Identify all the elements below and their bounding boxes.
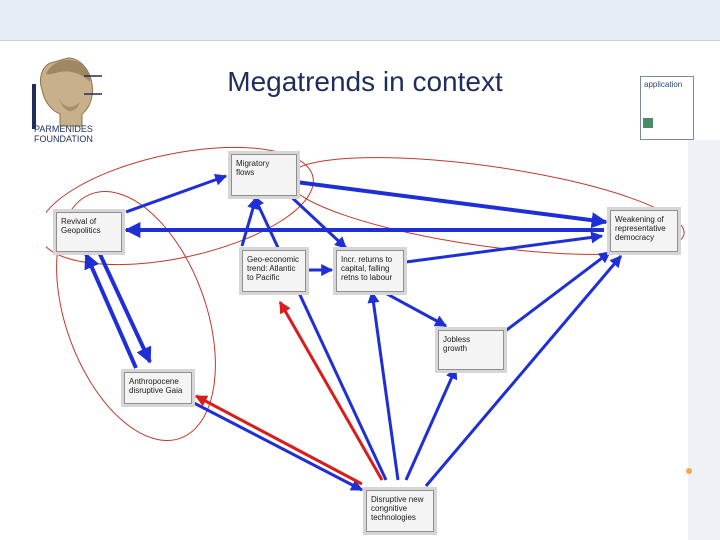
node-label: Jobless growth [443,335,471,353]
link-disruptive-to-anthropocene-red [194,394,363,486]
link-migratory-to-capital [284,190,348,250]
group-ellipse-migration-geopolitics [46,146,314,266]
link-geoeconomic-to-migratory [240,196,259,247]
slide-title: Megatrends in context [227,66,503,97]
link-capital-to-jobless [375,286,448,328]
node-label: Migratory flows [236,159,270,177]
node-label: Incr. returns to capital, falling retns … [341,255,393,282]
application-logo-box [640,76,694,140]
link-disruptive-to-geoeconomic-red [278,300,384,481]
link-disruptive-to-migratory [252,194,388,481]
node-weakening-representative-democracy: Weakening of representative democracy [610,210,678,252]
link-migratory-to-representative [295,180,608,229]
link-disruptive-to-jobless [404,366,458,481]
node-label: Weakening of representative democracy [615,215,666,242]
node-label: Anthropocene disruptive Gaia [129,377,183,395]
diagram-links [46,146,685,492]
node-anthropocene: Anthropocene disruptive Gaia [124,372,192,404]
link-disruptive-to-capital [367,290,400,481]
node-returns-to-capital: Incr. returns to capital, falling retns … [336,250,404,292]
node-disruptive-technologies: Disruptive new congnitive technologies [366,490,434,532]
application-logo-text: application [644,80,683,89]
parmenides-bust-logo [32,57,102,129]
link-geopolitics-to-anthropocene [96,249,152,364]
node-revival-of-geopolitics: Revival of Geopolitics [56,212,122,252]
link-geopolitics-to-migratory [125,174,228,214]
top-decorative-band [0,0,720,41]
logo-text: PARMENIDES FOUNDATION [34,124,93,144]
node-label: Geo-economic trend: Atlantic to Pacific [247,255,300,282]
decorative-dot [686,468,692,474]
link-jobless-to-representative [503,250,611,334]
node-label: Disruptive new congnitive technologies [371,495,424,522]
group-ellipse-geopolitics-anthropocene [56,191,216,441]
link-anthropocene-to-disruptive-blue [191,400,364,492]
right-decorative-band [688,140,720,540]
link-anthropocene-to-geopolitics [84,252,138,369]
application-logo-mark [643,118,653,128]
megatrends-diagram: Migratory flows Revival of Geopolitics W… [46,146,686,540]
link-disruptive-to-representative [424,255,623,487]
link-capital-to-representative [405,231,604,264]
node-jobless-growth: Jobless growth [438,330,504,370]
node-geo-economic-trend: Geo-economic trend: Atlantic to Pacific [242,250,306,292]
node-label: Revival of Geopolitics [61,217,101,235]
node-migratory-flows: Migratory flows [231,154,297,196]
